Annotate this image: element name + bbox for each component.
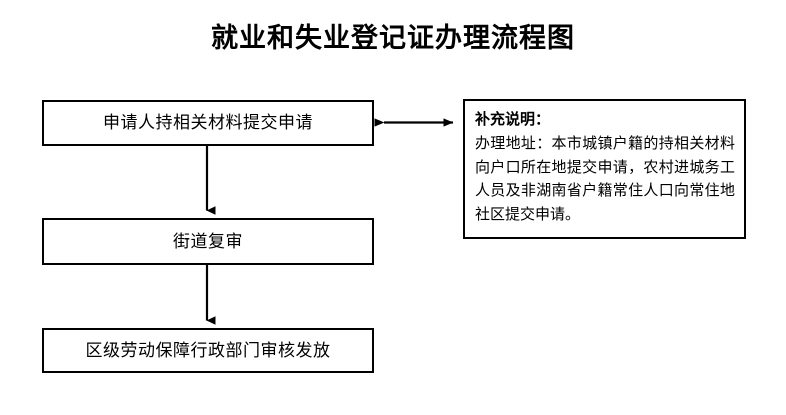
flow-node-issue[interactable]: 区级劳动保障行政部门审核发放 (42, 328, 374, 373)
flow-node-apply[interactable]: 申请人持相关材料提交申请 (42, 100, 374, 146)
supplementary-note-box: 补充说明： 办理地址：本市城镇户籍的持相关材料向户口所在地提交申请，农村进城务工… (463, 99, 746, 239)
supplementary-note-heading: 补充说明： (475, 110, 551, 128)
flow-node-review[interactable]: 街道复审 (42, 218, 374, 265)
supplementary-note-body: 办理地址：本市城镇户籍的持相关材料向户口所在地提交申请，农村进城务工人员及非湖南… (475, 134, 735, 223)
page-title: 就业和失业登记证办理流程图 (211, 23, 575, 54)
flow-node-apply-label: 申请人持相关材料提交申请 (103, 113, 313, 133)
flow-node-issue-label: 区级劳动保障行政部门审核发放 (85, 340, 331, 361)
flow-node-review-label: 街道复审 (173, 231, 243, 252)
